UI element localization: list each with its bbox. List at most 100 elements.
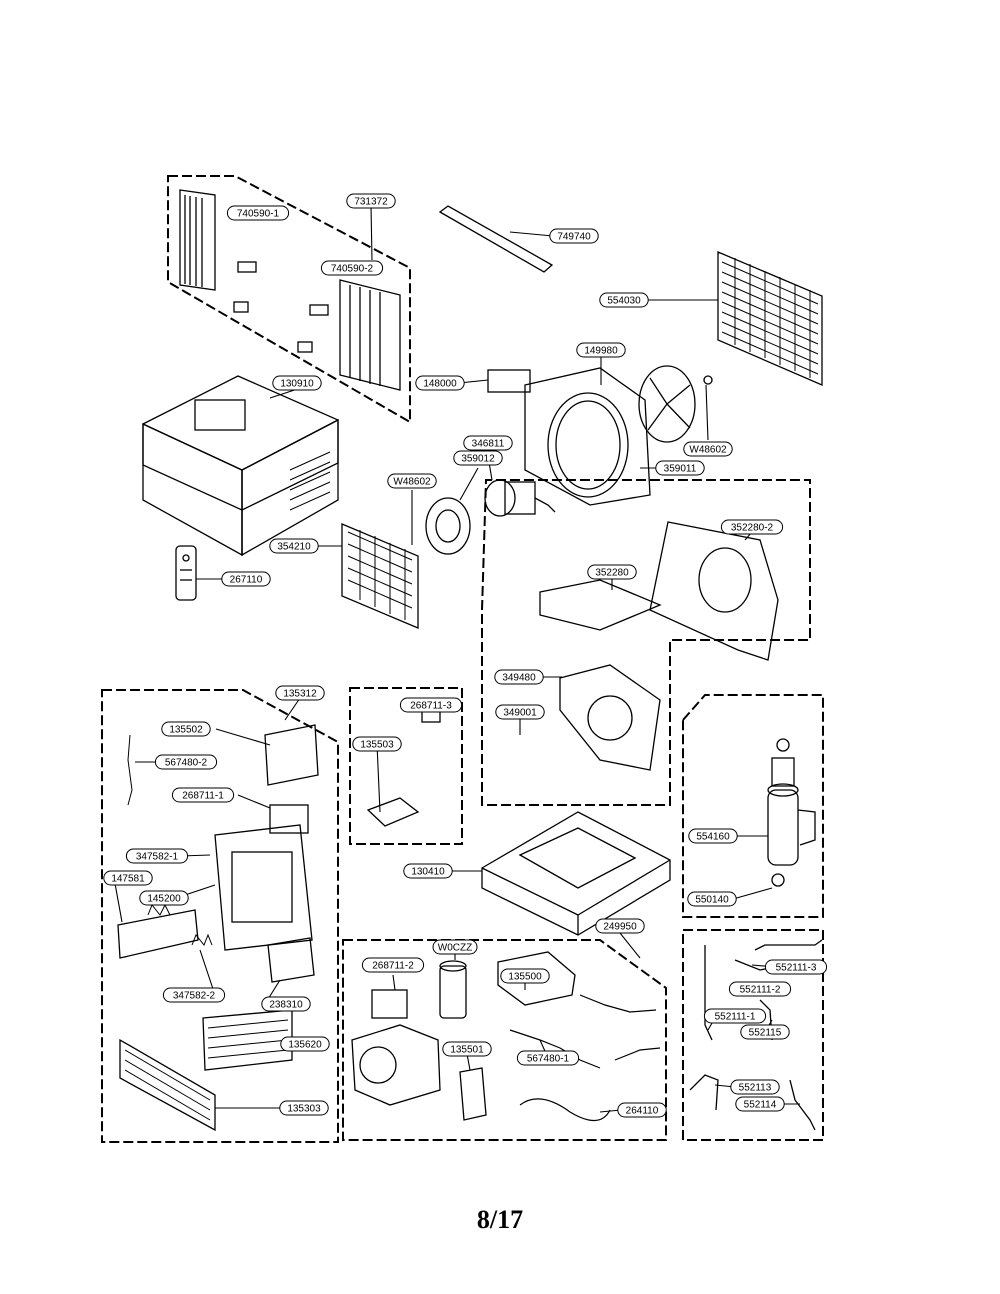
callout-bubble [432, 939, 478, 955]
compressor-part [767, 738, 816, 887]
part-number-label: 147581 [111, 874, 145, 885]
part-callout: 552115 [740, 1024, 790, 1040]
part-callout: 268711-1 [171, 787, 235, 803]
remote-control-part [175, 545, 197, 601]
callout-bubble [740, 1024, 790, 1040]
callout-bubble [221, 571, 271, 587]
part-callout: 740590-2 [320, 260, 384, 276]
callout-bubble [687, 891, 737, 907]
part-number-label: 145200 [147, 894, 181, 905]
part-number-label: 749740 [557, 232, 591, 243]
callout-bubble [139, 890, 189, 906]
part-callout: 352280-2 [720, 519, 784, 535]
part-number-label: 268711-3 [410, 701, 452, 712]
part-number-label: 552111-3 [776, 963, 817, 974]
part-callout: 567480-1 [516, 1050, 580, 1066]
callout-bubble [595, 918, 645, 934]
callout-bubble [280, 1036, 330, 1052]
callout-bubble [587, 564, 637, 580]
callout-bubble [703, 1008, 767, 1024]
part-callout: 267110 [221, 571, 271, 587]
callout-bubble [730, 1079, 780, 1095]
part-number-label: 554030 [607, 296, 641, 307]
part-number-label: 359011 [664, 464, 697, 475]
callout-bubble [346, 193, 396, 209]
part-number-label: 552115 [749, 1028, 782, 1039]
part-number-label: 267110 [230, 575, 263, 586]
part-callout: 740590-1 [226, 205, 290, 221]
callout-bubble [387, 473, 437, 489]
part-callout: 552111-3 [764, 959, 828, 975]
part-number-label: 567480-1 [527, 1054, 570, 1065]
part-number-label: 135502 [169, 725, 203, 736]
callout-bubble [576, 342, 626, 358]
base-pan-part [481, 811, 671, 936]
part-callout: W48602 [683, 441, 733, 457]
callout-bubble [103, 870, 153, 886]
part-callout: 135620 [280, 1036, 330, 1052]
part-callout: 145200 [139, 890, 189, 906]
part-callout: 347582-1 [125, 848, 189, 864]
callout-bubble [352, 736, 402, 752]
part-callout: 135502 [161, 721, 211, 737]
part-number-label: 349480 [502, 673, 536, 684]
part-callout: 349001 [495, 704, 545, 720]
evaporator-coil-part [341, 523, 419, 629]
callout-bubble [688, 828, 738, 844]
part-callout: 268711-2 [361, 957, 425, 973]
callout-bubble [261, 996, 311, 1012]
callout-bubble [655, 460, 705, 476]
part-callout: 352280 [587, 564, 637, 580]
callout-bubble [275, 685, 325, 701]
part-callout: 354210 [269, 538, 319, 554]
part-number-label: W0CZZ [438, 943, 472, 954]
part-number-label: 135501 [450, 1045, 484, 1056]
part-number-label: 740590-2 [331, 264, 374, 275]
callout-bubble [320, 260, 384, 276]
part-callout: 554160 [688, 828, 738, 844]
callout-bubble [500, 968, 550, 984]
part-callout: 135503 [352, 736, 402, 752]
part-callout: 567480-2 [154, 754, 218, 770]
part-number-label: 552111-2 [740, 985, 781, 996]
part-number-label: 268711-2 [372, 961, 414, 972]
part-callout: 552114 [735, 1096, 785, 1112]
part-number-label: 135503 [360, 740, 394, 751]
control-panel-group-outline [101, 689, 339, 1143]
part-number-label: 346811 [472, 439, 505, 450]
control-panel-parts [117, 724, 319, 1132]
part-number-label: 731372 [354, 197, 388, 208]
part-callout: W48602 [387, 473, 437, 489]
part-callout: 149980 [576, 342, 626, 358]
part-callout: 130910 [272, 375, 322, 391]
part-callout: 552111-1 [703, 1008, 767, 1024]
part-callout: 147581 [103, 870, 153, 886]
part-callout: 130410 [403, 863, 453, 879]
condenser-coil-part [717, 251, 823, 386]
cabinet-frame-group-outline [167, 175, 411, 424]
callout-bubble [442, 1041, 492, 1057]
part-number-label: 135303 [287, 1104, 321, 1115]
cabinet-part [142, 375, 339, 557]
part-callout: 238310 [261, 996, 311, 1012]
part-callout: 749740 [549, 228, 599, 244]
part-number-label: 148000 [423, 379, 457, 390]
part-number-label: 550140 [695, 895, 729, 906]
callout-bubble [735, 1096, 785, 1112]
callout-bubble [549, 228, 599, 244]
callout-bubble [728, 981, 792, 997]
part-callout: 135500 [500, 968, 550, 984]
electrical-group-outline [342, 939, 667, 1141]
callout-bubble [599, 292, 649, 308]
part-number-label: 130410 [411, 867, 445, 878]
callout-bubble [720, 519, 784, 535]
part-number-label: 268711-1 [182, 791, 224, 802]
callout-bubble [154, 754, 218, 770]
part-callout: 135303 [279, 1100, 329, 1116]
callout-bubble [272, 375, 322, 391]
part-callout: 552113 [730, 1079, 780, 1095]
part-callout: 264110 [617, 1102, 667, 1118]
callout-bubble [171, 787, 235, 803]
callout-bubble [683, 441, 733, 457]
